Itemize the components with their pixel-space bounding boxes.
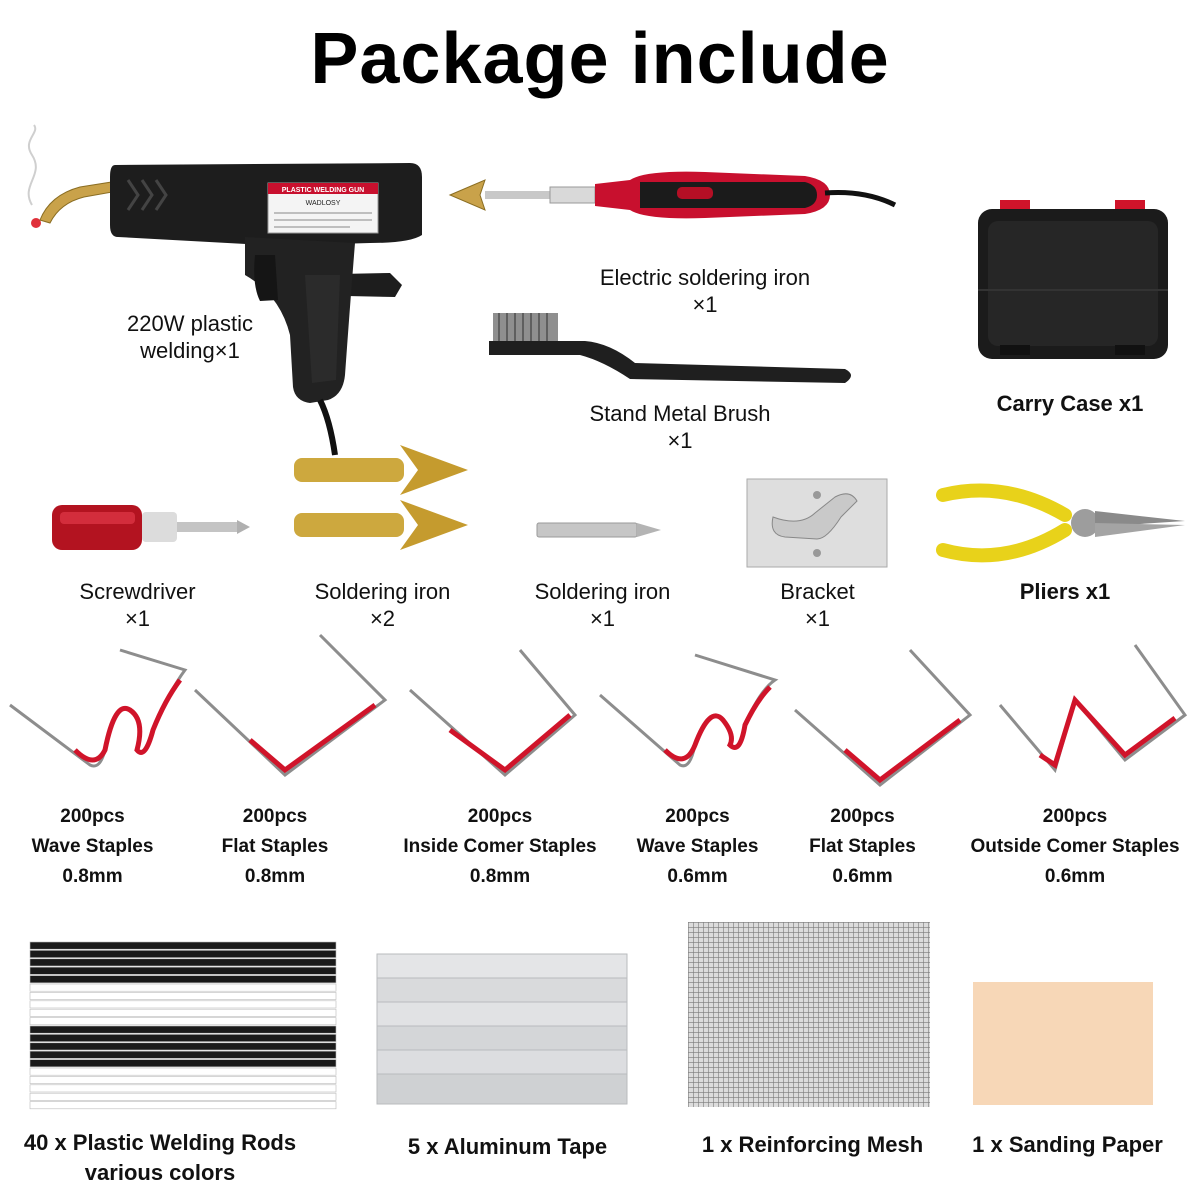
electric-soldering-iron-image (448, 171, 897, 219)
welding-rod (29, 1067, 337, 1076)
gun-sticker-brand: WADLOSY (306, 200, 341, 207)
pencil-tip-label: Soldering iron ×1 (534, 579, 671, 631)
pliers-label: Pliers x1 (1019, 579, 1111, 604)
welding-rod (29, 1008, 337, 1017)
arrow-tips-label: Soldering iron ×2 (314, 579, 451, 631)
screwdriver-label: Screwdriver ×1 (79, 579, 196, 631)
sanding-paper-image (973, 982, 1153, 1105)
carry-case-label: Carry Case x1 (996, 391, 1144, 416)
pencil-soldering-tip-image (536, 522, 661, 538)
welding-rod (29, 958, 337, 967)
welding-rod (29, 1025, 337, 1034)
welding-rod (29, 1050, 337, 1059)
welding-rod (29, 1000, 337, 1009)
gun-sticker-title: PLASTIC WELDING GUN (282, 187, 364, 194)
welding-rod (29, 983, 337, 992)
screwdriver-image (52, 505, 250, 550)
aluminum-tape-image (376, 953, 628, 1105)
carry-case-image (978, 200, 1168, 359)
welding-rod (29, 1059, 337, 1068)
staple-image-flat-06 (794, 648, 973, 787)
metal-brush-image (489, 313, 851, 383)
welding-rod (29, 1017, 337, 1026)
welding-rod (29, 1092, 337, 1101)
reinforcing-mesh-image (688, 922, 930, 1107)
pliers-image (936, 483, 1185, 563)
welding-rod (29, 1034, 337, 1042)
welding-rods-label: 40 x Plastic Welding Rods various colors (23, 1130, 297, 1185)
electric-soldering-iron-label: Electric soldering iron ×1 (599, 265, 811, 317)
welding-rod (29, 1042, 337, 1051)
staple-image-wave-08 (9, 648, 188, 768)
aluminum-tape-label: 5 x Aluminum Tape (407, 1134, 608, 1159)
welding-rod (29, 975, 337, 984)
sanding-paper-label: 1 x Sanding Paper (972, 1132, 1163, 1157)
plastic-welding-gun-image: PLASTIC WELDING GUN WADLOSY (27, 124, 422, 456)
welding-rod (29, 941, 337, 950)
welding-rod (29, 1101, 337, 1110)
staple-image-flat-08 (193, 633, 388, 777)
plastic-welding-rods-image (29, 941, 337, 1110)
welding-gun-label: 220W plastic welding×1 (127, 311, 253, 363)
page-title: Package include (310, 19, 890, 99)
staple-image-wave-06 (599, 653, 779, 768)
staple-image-inside-corner-08 (408, 649, 578, 777)
welding-rod (29, 1076, 337, 1084)
staple-image-outside-corner-06 (998, 644, 1188, 774)
welding-rod (29, 1084, 337, 1093)
bracket-image (746, 478, 888, 568)
arrow-soldering-tips-image (294, 445, 468, 550)
welding-rod (29, 966, 337, 975)
welding-rod (29, 992, 337, 1000)
reinforcing-mesh-label: 1 x Reinforcing Mesh (701, 1132, 924, 1157)
bracket-label: Bracket ×1 (780, 579, 855, 631)
welding-rod (29, 950, 337, 958)
metal-brush-label: Stand Metal Brush ×1 (589, 401, 771, 453)
